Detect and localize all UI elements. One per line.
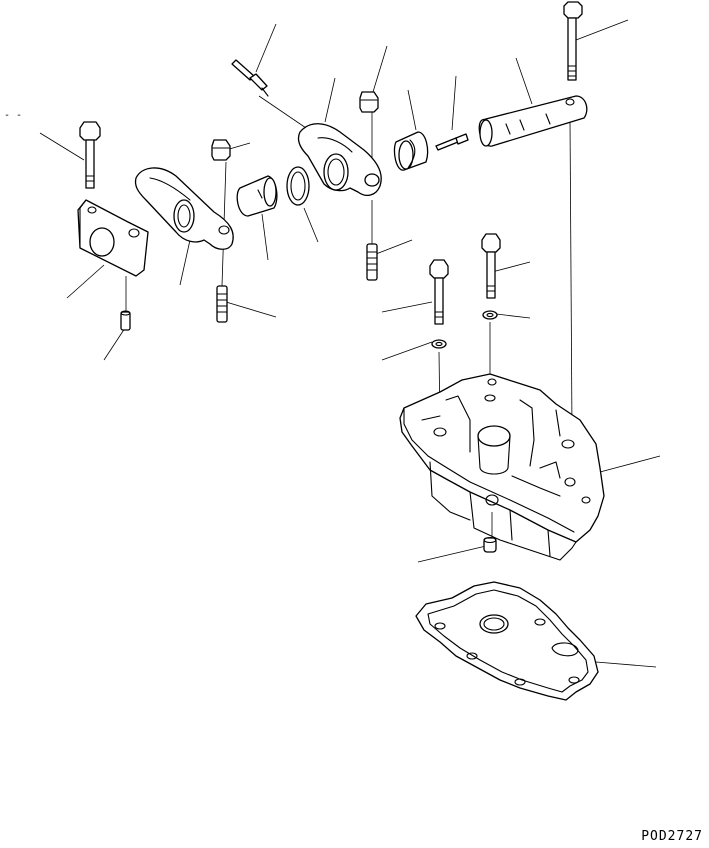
dowel-pin (120, 310, 131, 331)
rocker-arm-right (297, 123, 382, 197)
washer-right (482, 310, 498, 320)
washer-left (431, 339, 447, 349)
plug-pin (435, 133, 469, 151)
rocker-support (77, 199, 149, 277)
rocker-arm-left (134, 167, 234, 250)
adjust-screw-right (366, 243, 378, 281)
housing-gasket (415, 581, 599, 701)
nut-top (359, 91, 379, 113)
housing-bolt-right (481, 233, 501, 299)
bushing-middle-right (286, 166, 310, 206)
adjust-screw-left (216, 285, 228, 323)
nut-left (211, 139, 231, 161)
rocker-shaft (478, 95, 588, 147)
bushing-top (393, 131, 429, 171)
drawing-id: POD2727 (641, 829, 703, 844)
housing-bolt-left (429, 259, 449, 325)
leader-lines (39, 19, 661, 668)
support-bolt (79, 121, 101, 189)
stray-mark: - - (4, 110, 23, 121)
push-rod-pin (231, 59, 269, 97)
housing-plug (483, 536, 497, 553)
shaft-bolt (563, 1, 583, 81)
bushing-middle-left (236, 175, 278, 217)
rocker-housing (399, 373, 605, 561)
